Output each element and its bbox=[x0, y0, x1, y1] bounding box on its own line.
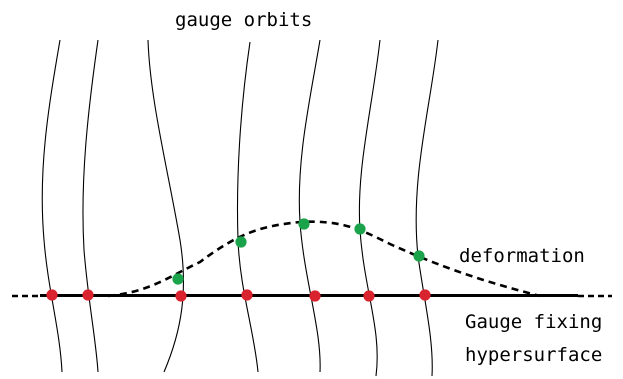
deformed-point bbox=[235, 236, 247, 248]
intersection-point bbox=[175, 290, 187, 302]
hypersurface-label-line1: Gauge fixing bbox=[465, 311, 602, 333]
gauge-orbit bbox=[358, 39, 381, 377]
intersection-point bbox=[419, 289, 431, 301]
deformed-point bbox=[172, 273, 184, 285]
hypersurface-label-line2: hypersurface bbox=[465, 344, 602, 366]
gauge-orbit bbox=[82, 39, 99, 373]
intersection-point bbox=[363, 290, 375, 302]
intersection-point bbox=[309, 290, 321, 302]
deformed-point bbox=[413, 250, 425, 262]
gauge-orbit bbox=[236, 41, 259, 373]
gauge-orbit bbox=[298, 39, 321, 373]
deformed-point bbox=[298, 218, 310, 230]
gauge-orbits-label: gauge orbits bbox=[175, 9, 312, 31]
deformed-point bbox=[354, 223, 366, 235]
deformed-intersections bbox=[172, 218, 425, 285]
gauge-orbit bbox=[415, 39, 439, 377]
intersection-point bbox=[241, 289, 253, 301]
deformation-label: deformation bbox=[459, 245, 585, 267]
intersection-point bbox=[46, 289, 58, 301]
gauge-orbit bbox=[41, 39, 63, 373]
gauge-orbit bbox=[147, 39, 184, 373]
gauge-orbits bbox=[41, 39, 439, 377]
hypersurface-intersections bbox=[46, 289, 431, 302]
intersection-point bbox=[82, 289, 94, 301]
